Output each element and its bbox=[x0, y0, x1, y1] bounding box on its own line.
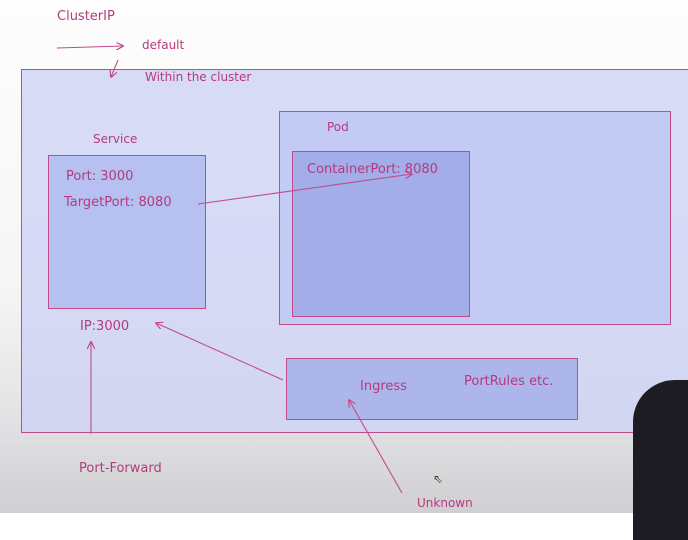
arrows-layer bbox=[56, 0, 688, 494]
clusterip-title: ClusterIP bbox=[57, 9, 115, 24]
service-port-label: Port: 3000 bbox=[66, 169, 134, 184]
target-to-container-port-arrow bbox=[197, 174, 412, 205]
ip-label: IP:3000 bbox=[80, 319, 130, 334]
within-cluster-label: Within the cluster bbox=[145, 70, 252, 84]
pod-label: Pod bbox=[327, 120, 349, 134]
ingress-box bbox=[286, 358, 578, 420]
unknown-to-ingress-arrow bbox=[349, 400, 403, 494]
within-cluster-arrow bbox=[111, 59, 119, 77]
default-arrow bbox=[56, 46, 123, 48]
ingress-to-ip-arrow bbox=[156, 323, 284, 381]
service-label: Service bbox=[93, 132, 138, 146]
service-box bbox=[48, 155, 206, 309]
port-forward-label: Port-Forward bbox=[79, 461, 162, 476]
port-rules-label: PortRules etc. bbox=[464, 374, 554, 389]
unknown-label: Unknown bbox=[417, 496, 473, 510]
presenter-silhouette bbox=[633, 380, 688, 540]
container-port-label: ContainerPort: 8080 bbox=[307, 162, 438, 177]
target-port-label: TargetPort: 8080 bbox=[64, 195, 172, 210]
default-label: default bbox=[142, 38, 185, 52]
ingress-label: Ingress bbox=[360, 379, 407, 394]
mouse-pointer-icon: ⇖ bbox=[433, 472, 444, 486]
